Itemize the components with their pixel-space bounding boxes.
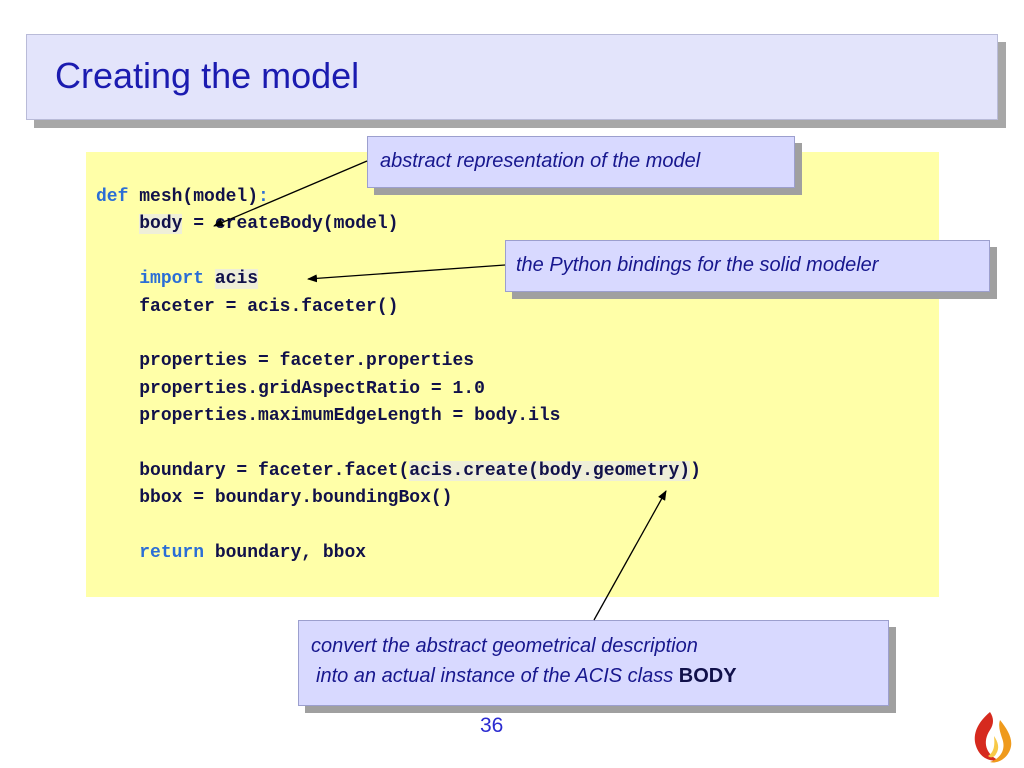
arrow-to-acis-create [593,490,667,621]
callout-convert: convert the abstract geometrical descrip… [298,620,889,706]
flame-logo-icon [974,712,1012,763]
code-line-grid-aspect: properties.gridAspectRatio = 1.0 [139,378,485,399]
title-bar: Creating the model [26,34,998,120]
code-line-max-edge: properties.maximumEdgeLength = body.ils [139,406,561,427]
code-block: def mesh(model): body = createBody(model… [96,184,701,568]
keyword-import: import [139,269,205,290]
code-acis-module: acis [214,269,259,290]
code-line-boundary-end: ) [690,461,701,482]
code-colon: : [258,187,269,207]
keyword-return: return [139,543,205,564]
callout-convert-body-keyword: BODY [678,665,737,687]
code-line-faceter: faceter = acis.faceter() [139,296,399,317]
code-line-boundary: boundary = faceter.facet( [139,461,410,482]
callout-convert-line2: into an actual instance of the ACIS clas… [316,665,737,688]
code-line-properties: properties = faceter.properties [139,351,475,372]
keyword-def: def [96,187,129,207]
arrow-to-body [213,160,368,227]
callout-convert-line1: convert the abstract geometrical descrip… [311,635,698,657]
callout-convert-line2-text: into an actual instance of the ACIS clas… [316,665,679,687]
slide-title: Creating the model [55,55,360,96]
code-line-createbody: = createBody(model) [182,214,399,235]
callout-bindings-text: the Python bindings for the solid modele… [516,254,879,276]
arrow-to-acis [307,264,506,283]
code-acis-create: acis.create(body.geometry) [409,461,691,482]
code-body-var: body [139,214,183,235]
code-line-bbox: bbox = boundary.boundingBox() [139,488,453,509]
code-panel: def mesh(model): body = createBody(model… [86,152,939,597]
callout-abstract-representation: abstract representation of the model [367,136,795,188]
page-number: 36 [480,714,504,737]
code-line-return: boundary, bbox [204,543,367,564]
callout-abstract-text: abstract representation of the model [380,150,701,172]
callout-python-bindings: the Python bindings for the solid modele… [505,240,990,292]
code-line-def: mesh(model) [139,187,259,207]
